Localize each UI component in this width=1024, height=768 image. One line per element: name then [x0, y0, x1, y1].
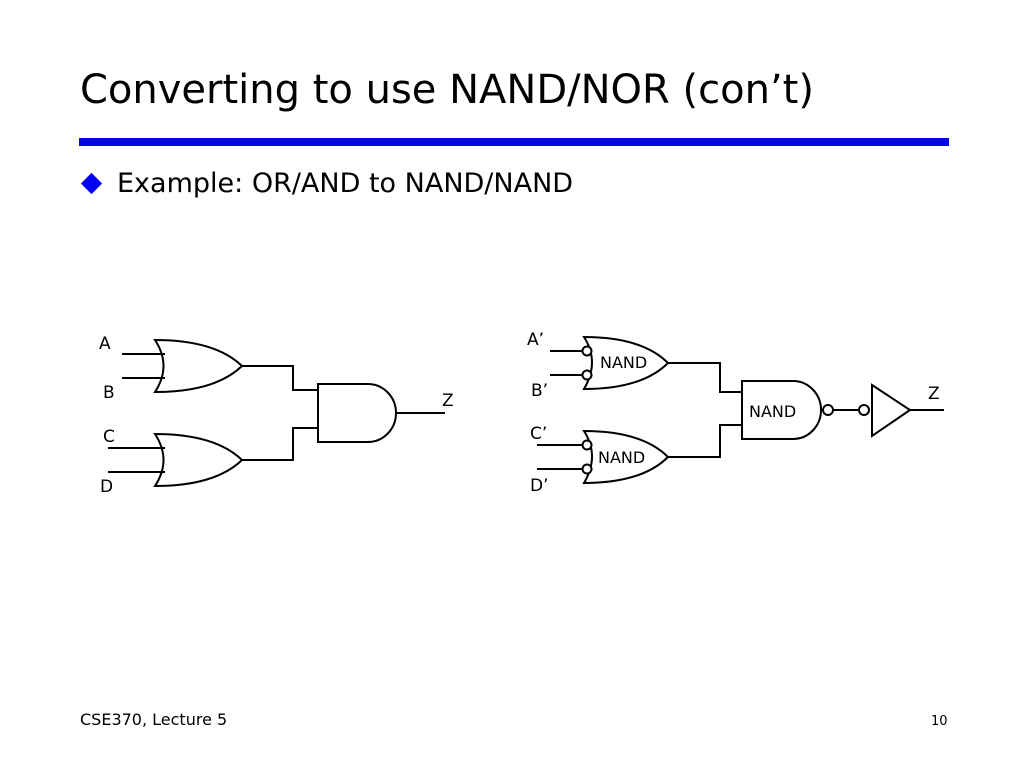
title-rule: [79, 138, 949, 146]
buffer-triangle-icon: [871, 383, 912, 438]
bubble-b-prime-icon: [581, 369, 593, 381]
bubble-c-prime-icon: [581, 439, 593, 451]
label-c-prime: C’: [530, 424, 547, 444]
label-a: A: [99, 334, 111, 354]
wire-or2-to-and: [242, 427, 318, 461]
label-d-prime: D’: [530, 476, 549, 496]
label-c: C: [103, 427, 115, 447]
nand-and-gate: [741, 380, 822, 440]
slide-title: Converting to use NAND/NOR (con’t): [80, 67, 814, 113]
bullet-item: Example: OR/AND to NAND/NAND: [80, 168, 574, 199]
label-b-prime: B’: [531, 381, 548, 401]
wire-nand2-to-nand: [668, 424, 742, 458]
label-b: B: [103, 383, 115, 403]
label-z-right: Z: [928, 384, 940, 404]
gate-label-nand-top: NAND: [600, 353, 647, 372]
bubble-d-prime-icon: [581, 463, 593, 475]
gate-label-nand-center: NAND: [749, 402, 796, 421]
nand-or-gate-top: [582, 335, 670, 391]
nand-or-gate-bottom: [582, 429, 670, 485]
left-circuit: A B C D Z: [99, 334, 454, 497]
bubble-nand-output-icon: [822, 404, 834, 416]
bubble-inverter-input-icon: [858, 404, 870, 416]
right-circuit: A’ B’ C’ D’ NAND NAND NAND Z: [527, 330, 944, 496]
or-gate-bottom: [153, 432, 244, 488]
or-gate-top: [153, 338, 244, 394]
footer-course: CSE370, Lecture 5: [80, 710, 228, 729]
bubble-a-prime-icon: [581, 345, 593, 357]
wire-nand1-to-nand: [668, 362, 742, 393]
gate-label-nand-bottom: NAND: [598, 448, 645, 467]
label-a-prime: A’: [527, 330, 544, 350]
page-number: 10: [931, 714, 948, 729]
wire-or1-to-and: [242, 365, 318, 391]
label-d: D: [100, 477, 113, 497]
bullet-text: Example: OR/AND to NAND/NAND: [117, 168, 574, 199]
and-gate: [317, 383, 397, 443]
label-z-left: Z: [442, 391, 454, 411]
